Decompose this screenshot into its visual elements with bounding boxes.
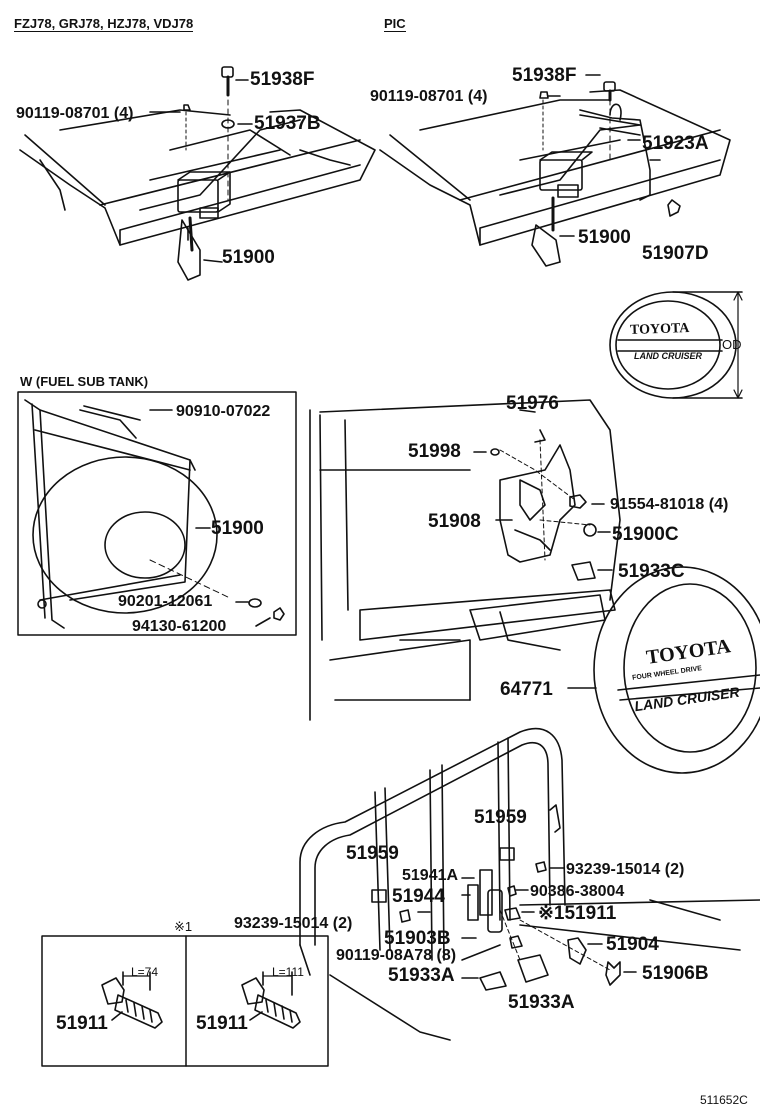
fuel-sub-tank-title: W (FUEL SUB TANK) bbox=[20, 374, 149, 389]
part-93239-15014-left[interactable]: 93239-15014 (2) bbox=[234, 915, 353, 932]
part-90201-12061[interactable]: 90201-12061 bbox=[118, 593, 213, 610]
part-51911-main[interactable]: ※151911 bbox=[538, 903, 617, 924]
part-51900-fuel[interactable]: 51900 bbox=[211, 518, 264, 539]
carrier-body-drawing bbox=[309, 399, 621, 721]
part-51998[interactable]: 51998 bbox=[408, 441, 461, 462]
part-51900c[interactable]: 51900C bbox=[612, 524, 679, 545]
part-90119-08701-left[interactable]: 90119-08701 (4) bbox=[16, 105, 134, 122]
fuel-sub-tank-drawing bbox=[17, 391, 297, 636]
diagram-code: 511652C bbox=[700, 1093, 748, 1107]
part-51976[interactable]: 51976 bbox=[506, 393, 559, 414]
part-51959-left[interactable]: 51959 bbox=[346, 843, 399, 864]
part-51937b[interactable]: 51937B bbox=[254, 113, 321, 134]
part-94130-61200[interactable]: 94130-61200 bbox=[132, 618, 227, 635]
frame-right-drawing bbox=[379, 74, 731, 267]
pic-label: PIC bbox=[384, 16, 406, 32]
part-51907d[interactable]: 51907D bbox=[642, 243, 709, 264]
part-51938f-right[interactable]: 51938F bbox=[512, 65, 577, 86]
inset-drawing bbox=[41, 935, 329, 1067]
part-51959-right[interactable]: 51959 bbox=[474, 807, 527, 828]
part-93239-15014-right[interactable]: 93239-15014 (2) bbox=[566, 861, 685, 878]
part-51900-left[interactable]: 51900 bbox=[222, 247, 275, 268]
od-label: OD bbox=[722, 337, 742, 352]
badge-model-text: LAND CRUISER bbox=[634, 351, 703, 361]
inset-length-111: L=111 bbox=[272, 965, 304, 979]
part-91554-81018[interactable]: 91554-81018 (4) bbox=[610, 496, 729, 513]
part-51944[interactable]: 51944 bbox=[392, 886, 445, 907]
part-51938f-left[interactable]: 51938F bbox=[250, 69, 315, 90]
part-51923a[interactable]: 51923A bbox=[642, 133, 709, 154]
part-51903b[interactable]: 51903B bbox=[384, 928, 451, 949]
part-90119-08701-right[interactable]: 90119-08701 (4) bbox=[370, 88, 488, 105]
badge-brand-text: TOYOTA bbox=[629, 320, 690, 339]
part-90119-08a78[interactable]: 90119-08A78 (8) bbox=[336, 947, 457, 964]
od-cover-drawing bbox=[609, 291, 743, 399]
part-51941a[interactable]: 51941A bbox=[402, 867, 459, 884]
part-64771[interactable]: 64771 bbox=[500, 679, 553, 700]
part-51904[interactable]: 51904 bbox=[606, 934, 659, 955]
part-51908[interactable]: 51908 bbox=[428, 511, 481, 532]
tire-cover-drawing bbox=[567, 566, 760, 774]
part-51900-right[interactable]: 51900 bbox=[578, 227, 631, 248]
part-90910-07022[interactable]: 90910-07022 bbox=[176, 403, 271, 420]
tailgate-drawing bbox=[299, 727, 760, 1041]
part-51933c[interactable]: 51933C bbox=[618, 561, 685, 582]
part-51906b[interactable]: 51906B bbox=[642, 963, 709, 984]
frame-left-drawing bbox=[19, 66, 376, 281]
inset-part-51911-b[interactable]: 51911 bbox=[196, 1013, 248, 1034]
models-header: FZJ78, GRJ78, HZJ78, VDJ78 bbox=[14, 16, 194, 32]
inset-mark: ※1 bbox=[174, 919, 193, 934]
inset-length-74: L=74 bbox=[131, 965, 159, 979]
part-51933a-left[interactable]: 51933A bbox=[388, 965, 455, 986]
part-90386-38004[interactable]: 90386-38004 bbox=[530, 883, 625, 900]
inset-part-51911-a[interactable]: 51911 bbox=[56, 1013, 108, 1034]
part-51933a-right[interactable]: 51933A bbox=[508, 992, 575, 1013]
